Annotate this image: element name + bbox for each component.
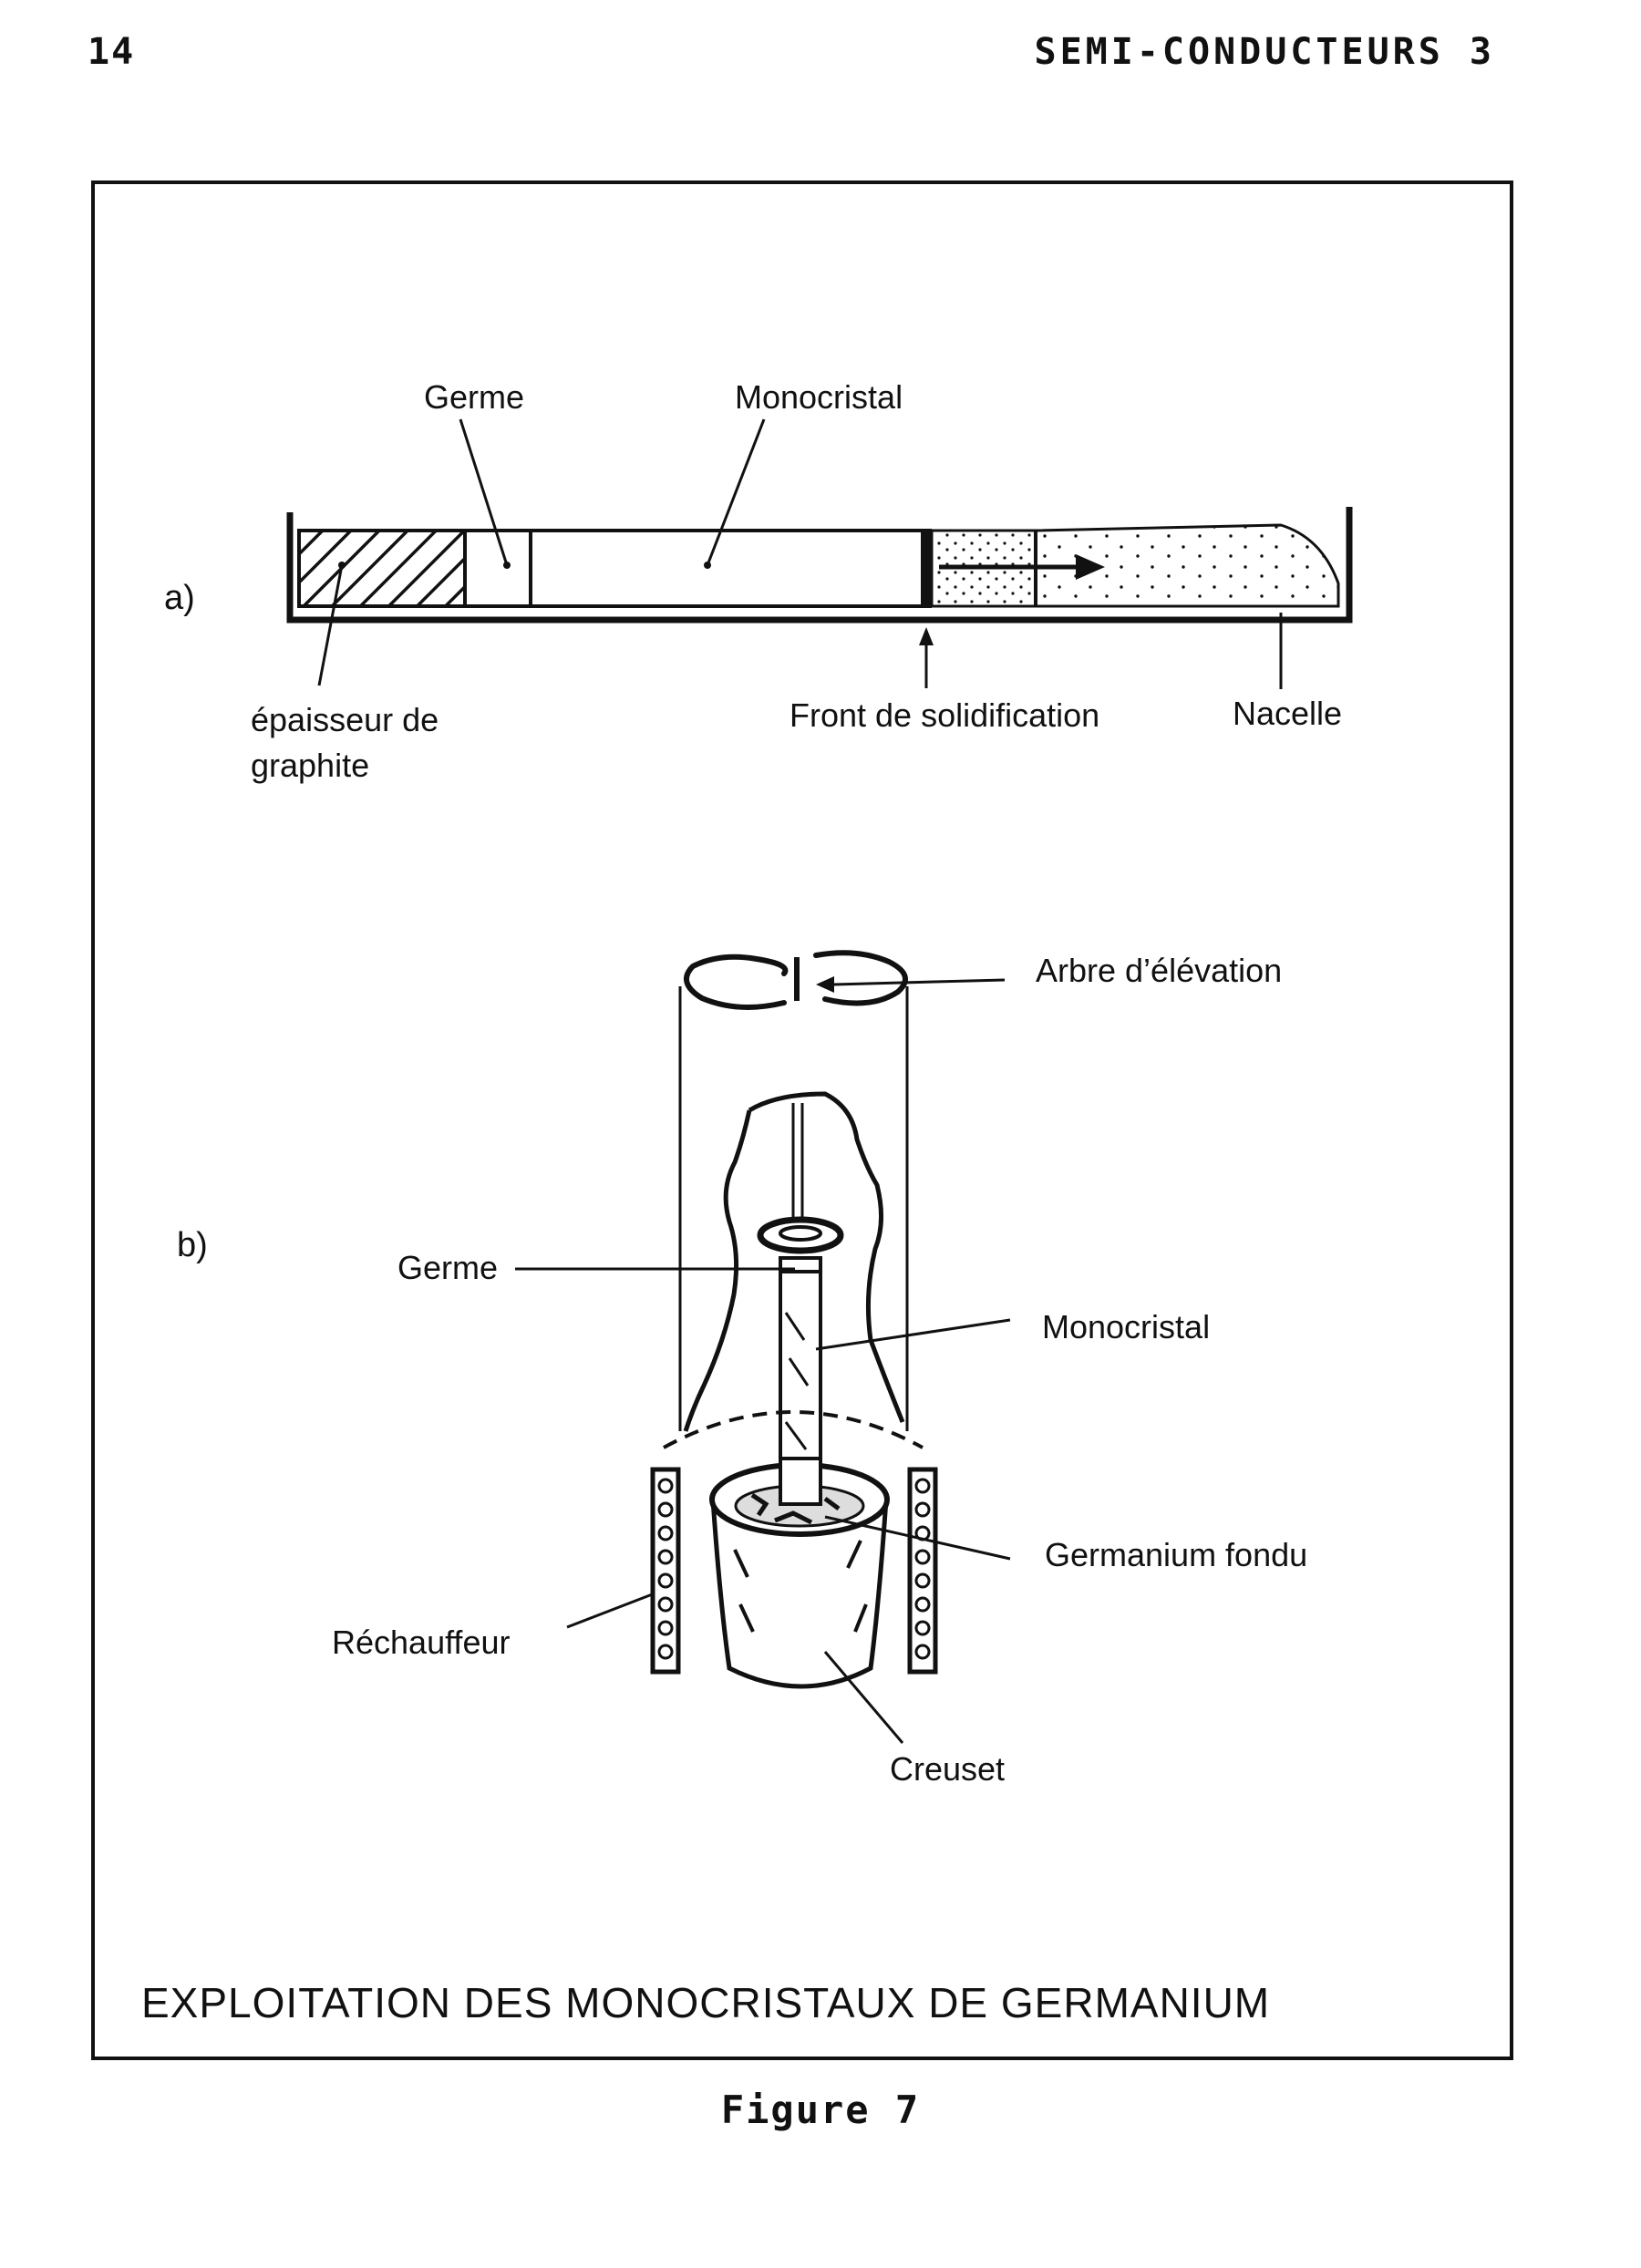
panel-b-marker: b) (177, 1226, 208, 1264)
monocrystal-section (529, 529, 926, 608)
label-creuset: Creuset (890, 1750, 1005, 1788)
figure-frame (91, 180, 1513, 2060)
heater-top-ring (663, 1410, 924, 1449)
label-germe-b: Germe (397, 1249, 498, 1286)
leader-arbre-arrowhead (816, 976, 834, 993)
enclosure-top-rim (683, 950, 908, 1010)
label-epaisseur-line1: épaisseur de (251, 701, 439, 738)
heater-left-coils (657, 1478, 674, 1660)
seed-holder-disk-inner (779, 1225, 822, 1242)
travel-arrow-head (1076, 554, 1105, 580)
label-arbre-elevation: Arbre d’élévation (1036, 952, 1282, 989)
figure-caption: Figure 7 (720, 2088, 921, 2132)
leader-dot-monocristal-a (704, 562, 711, 569)
leader-germe-a (459, 418, 509, 566)
graphite-block (297, 529, 467, 608)
page-number: 14 (88, 31, 136, 73)
leader-arbre (833, 978, 1006, 986)
figure-title: EXPLOITATION DES MONOCRISTAUX DE GERMANI… (141, 1979, 1271, 2026)
heater-right (907, 1467, 938, 1675)
leader-graphite (317, 564, 344, 686)
panel-b-diagram: b) Arbre d’élévation Germe Monocristal G… (177, 950, 1307, 1788)
label-germanium-fondu: Germanium fondu (1045, 1536, 1307, 1573)
running-title: SEMI-CONDUCTEURS 3 (1034, 31, 1495, 73)
panel-a-marker: a) (164, 579, 195, 617)
melt-texture (750, 1492, 841, 1525)
label-front-solidification: Front de solidification (790, 696, 1099, 734)
label-monocristal-a: Monocristal (735, 378, 903, 416)
heater-left (650, 1467, 681, 1675)
label-germe-a: Germe (424, 378, 524, 416)
label-nacelle: Nacelle (1233, 695, 1342, 732)
crucible-shading (733, 1540, 868, 1633)
leader-dot-graphite (338, 562, 346, 569)
leader-monocristal-b (815, 1318, 1011, 1351)
leader-monocristal-a (706, 418, 766, 566)
heater-right-coils (914, 1478, 931, 1660)
label-monocristal-b: Monocristal (1042, 1308, 1210, 1345)
crucible-body (710, 1499, 889, 1689)
nacelle-boat (286, 507, 1353, 624)
melt-zone-sparse (1034, 523, 1340, 608)
leader-rechauffeur (566, 1592, 655, 1629)
crystal-highlights (784, 1312, 811, 1496)
label-rechauffeur: Réchauffeur (332, 1624, 510, 1661)
crystal-bottom (779, 1457, 822, 1506)
leader-dot-germe-a (503, 562, 511, 569)
leader-germanium-fondu (824, 1515, 1011, 1561)
label-epaisseur-line2: graphite (251, 747, 369, 784)
germ-section (463, 529, 532, 608)
panel-a-diagram: a) Germe Monocristal épaisseur de graphi… (164, 378, 1353, 784)
seed-holder-disk (757, 1216, 844, 1254)
leader-creuset (823, 1651, 904, 1744)
leader-front-arrowhead (919, 627, 934, 645)
